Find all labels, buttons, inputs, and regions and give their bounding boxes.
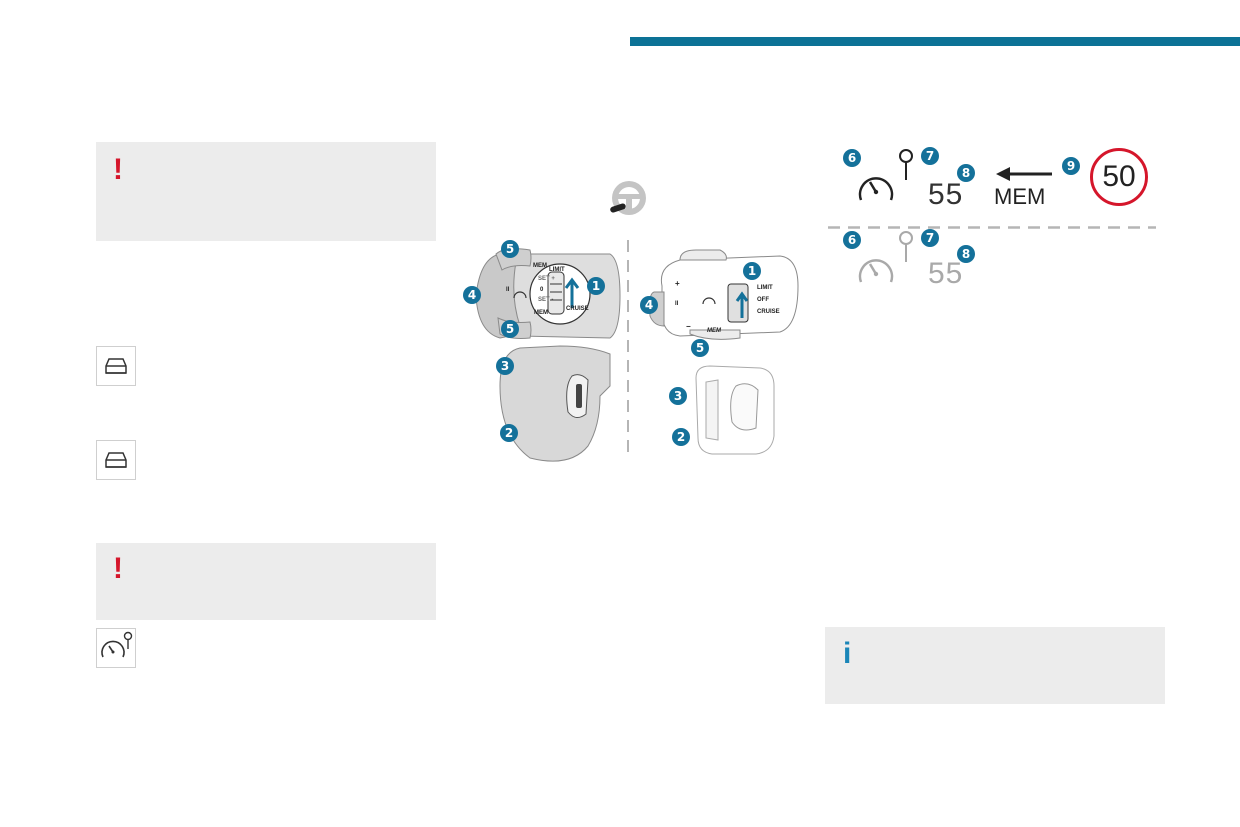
steering-wheel-icon (606, 178, 650, 218)
speedometer-pin-icon (96, 628, 136, 668)
callout-2: 2 (672, 428, 690, 446)
divider-vertical (627, 240, 629, 455)
callout-3: 3 (669, 387, 687, 405)
speed-value-inactive: 55 (928, 257, 964, 290)
callout-3: 3 (496, 357, 514, 375)
minus-label: − (686, 322, 691, 331)
callout-8: 8 (957, 164, 975, 182)
callout-5: 5 (501, 240, 519, 258)
limit-label: LIMIT (549, 267, 565, 273)
header-bar (630, 37, 1240, 46)
callout-4: 4 (463, 286, 481, 304)
mem-label-top: MEM (533, 263, 547, 269)
arrow-left-icon (996, 166, 1054, 182)
divider-horizontal (828, 216, 1156, 229)
mem-label-bottom: MEM (534, 310, 548, 316)
set-plus-label: SET + (538, 276, 555, 282)
mem-label-right: MEM (707, 328, 721, 334)
speedometer-pin-icon (855, 228, 915, 290)
pause-label: II (506, 287, 510, 293)
plus-label: + (675, 279, 680, 288)
mem-label: MEM (994, 184, 1046, 209)
cruise-label-right: CRUISE (757, 309, 780, 315)
speed-limit-sign: 50 (1090, 148, 1148, 206)
set-minus-label: SET - (538, 297, 554, 303)
stalk-illustration-right (640, 246, 800, 466)
callout-5: 5 (501, 320, 519, 338)
callout-6: 6 (843, 231, 861, 249)
callout-8: 8 (957, 245, 975, 263)
zero-label: 0 (540, 287, 544, 293)
callout-7: 7 (921, 147, 939, 165)
car-front-icon (96, 346, 136, 386)
callout-1: 1 (587, 277, 605, 295)
info-icon: i (843, 637, 852, 670)
pause-label-right: II (675, 301, 679, 307)
callout-9: 9 (1062, 157, 1080, 175)
warning-icon: ! (113, 153, 123, 186)
stalk-illustration-left (460, 236, 630, 466)
cruise-label: CRUISE (566, 306, 589, 312)
info-panel: i (825, 627, 1165, 704)
off-label: OFF (757, 297, 769, 303)
warning-panel-2: ! (96, 543, 436, 620)
callout-2: 2 (500, 424, 518, 442)
car-front-icon (96, 440, 136, 480)
callout-6: 6 (843, 149, 861, 167)
callout-5: 5 (691, 339, 709, 357)
callout-7: 7 (921, 229, 939, 247)
callout-4: 4 (640, 296, 658, 314)
warning-panel-1: ! (96, 142, 436, 241)
callout-1: 1 (743, 262, 761, 280)
speedometer-pin-icon (855, 146, 915, 208)
limit-label-right: LIMIT (757, 285, 773, 291)
speed-value: 55 (928, 178, 964, 211)
warning-icon: ! (113, 552, 123, 585)
